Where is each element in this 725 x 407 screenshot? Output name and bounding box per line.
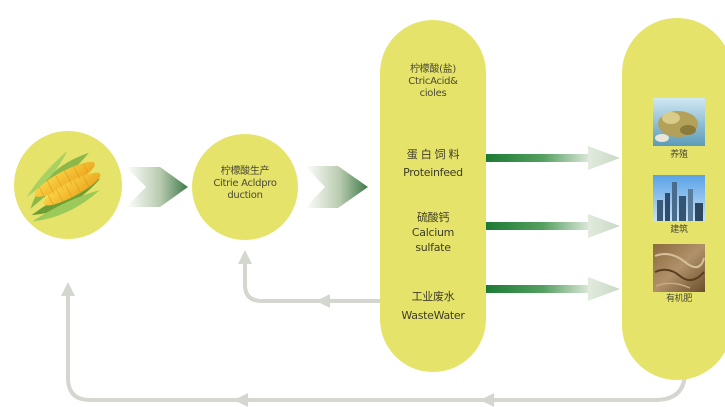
production-label-cn: 柠檬酸生产: [220, 166, 270, 177]
waste-water-en: WasteWater: [401, 308, 465, 322]
arrow-protein-to-aquaculture: [486, 146, 620, 170]
citric-acid-en-1: CtricAcid&: [408, 76, 458, 87]
arrow-corn-to-production: [126, 167, 188, 207]
use-fertilizer-label: 有机肥: [665, 294, 693, 304]
production-node: [192, 134, 298, 240]
aquaculture-photo: [653, 98, 705, 146]
calcium-sulfate-en-1: Calcium: [411, 225, 455, 239]
recycle-loop-wastewater: [243, 260, 382, 303]
arrow-wastewater-to-fertilizer: [486, 277, 620, 301]
calcium-sulfate-cn: 硫酸钙: [416, 211, 450, 224]
citric-acid-cn: 柠檬酸(盐): [409, 64, 456, 75]
products-column: [380, 20, 486, 372]
citric-acid-en-2: cioles: [419, 88, 447, 99]
recycle-arrow-outer-left-1: [480, 393, 494, 407]
arrow-calcium-to-construction: [486, 214, 620, 238]
product-protein-feed: 蛋 白 饲 料 Proteinfeed: [380, 146, 486, 181]
recycle-arrow-outer-left-2: [234, 393, 248, 407]
recycle-arrow-wastewater-left: [316, 294, 330, 308]
product-citric-acid: 柠檬酸(盐) CtricAcid& cioles: [380, 64, 486, 100]
waste-water-cn: 工业废水: [411, 290, 455, 303]
product-waste-water: 工业废水 WasteWater: [380, 288, 486, 325]
production-label-en-1: Citrie Acldpro: [213, 178, 277, 189]
calcium-sulfate-en-2: sulfate: [415, 240, 451, 254]
protein-feed-en: Proteinfeed: [403, 165, 463, 179]
recycle-loop-outer: [66, 293, 687, 402]
city-skyline-photo: [653, 175, 705, 221]
soil-fertilizer-photo: [653, 244, 705, 292]
recycle-arrow-outer-up: [61, 282, 75, 296]
product-calcium-sulfate: 硫酸钙 Calcium sulfate: [380, 211, 486, 256]
use-construction-label: 建筑: [670, 225, 688, 235]
corn-cob-icon: [26, 150, 101, 222]
arrow-production-to-products: [305, 166, 368, 208]
production-label: 柠檬酸生产 Citrie Acldpro duction: [192, 166, 298, 202]
use-aquaculture-label: 养殖: [670, 150, 688, 160]
production-label-en-2: duction: [227, 190, 263, 201]
recycle-arrow-wastewater-up: [238, 250, 252, 264]
protein-feed-cn: 蛋 白 饲 料: [406, 148, 460, 161]
